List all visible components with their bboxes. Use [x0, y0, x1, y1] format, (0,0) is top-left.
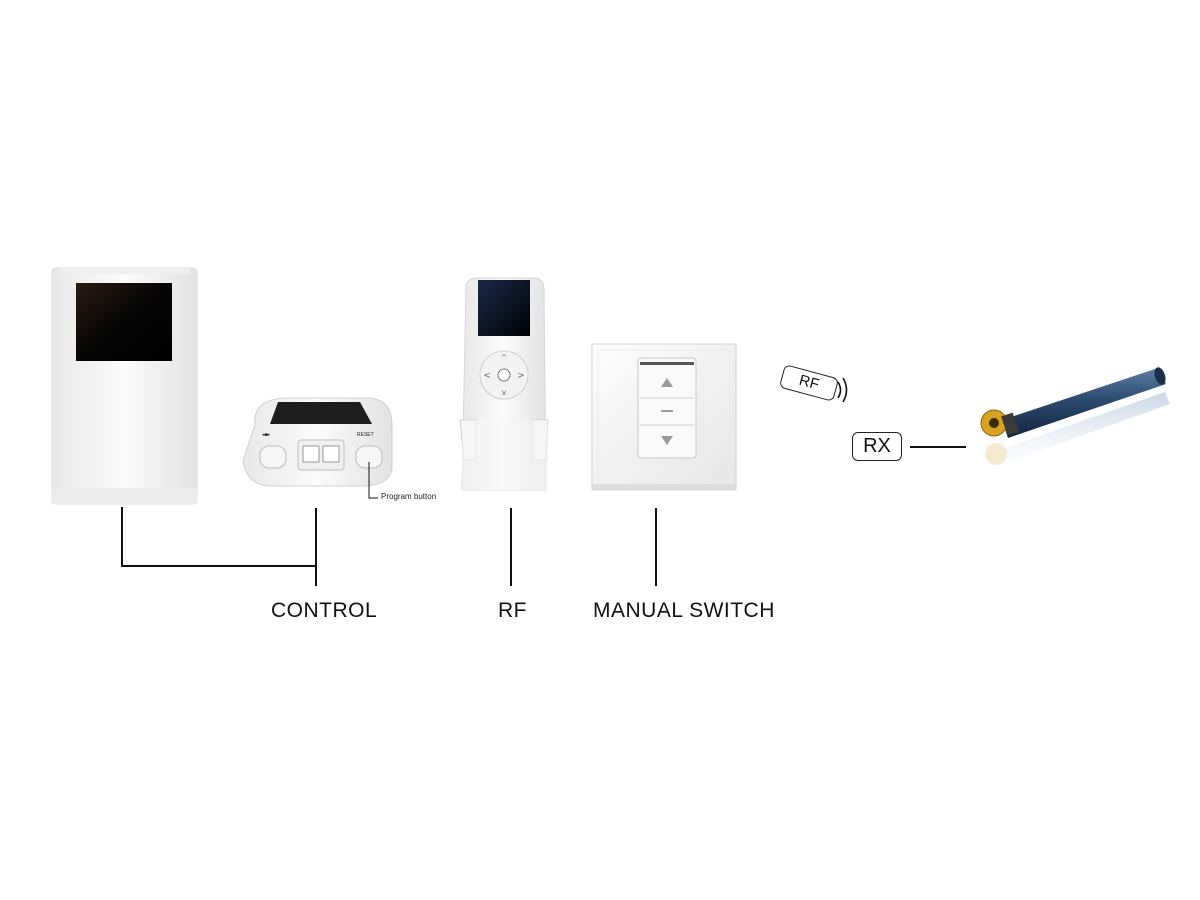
rx-tag: RX — [852, 432, 902, 461]
program-button-label: Program button — [381, 492, 437, 501]
program-button-leader-line — [368, 462, 378, 499]
rf-signal-waves-icon — [837, 377, 848, 403]
svg-text:v: v — [502, 388, 507, 397]
hub-left-mark: ◂■▸ — [262, 432, 271, 438]
connector-lines — [121, 446, 966, 586]
manual-switch-device — [591, 343, 737, 491]
svg-text:<: < — [483, 371, 491, 381]
tubular-motor-device — [980, 367, 1170, 465]
controller-screen — [76, 283, 172, 361]
wall-controller-device — [51, 267, 198, 505]
svg-text:>: > — [517, 371, 525, 381]
manual-switch-label: MANUAL SWITCH — [593, 599, 775, 622]
rf-remote-device: ^ v < > — [459, 277, 549, 492]
hub-device — [242, 397, 393, 487]
control-label: CONTROL — [271, 599, 378, 622]
rf-label: RF — [498, 599, 527, 622]
control-connector-line — [121, 507, 316, 567]
hub-right-mark: RESET — [357, 432, 374, 438]
svg-text:^: ^ — [501, 353, 508, 362]
